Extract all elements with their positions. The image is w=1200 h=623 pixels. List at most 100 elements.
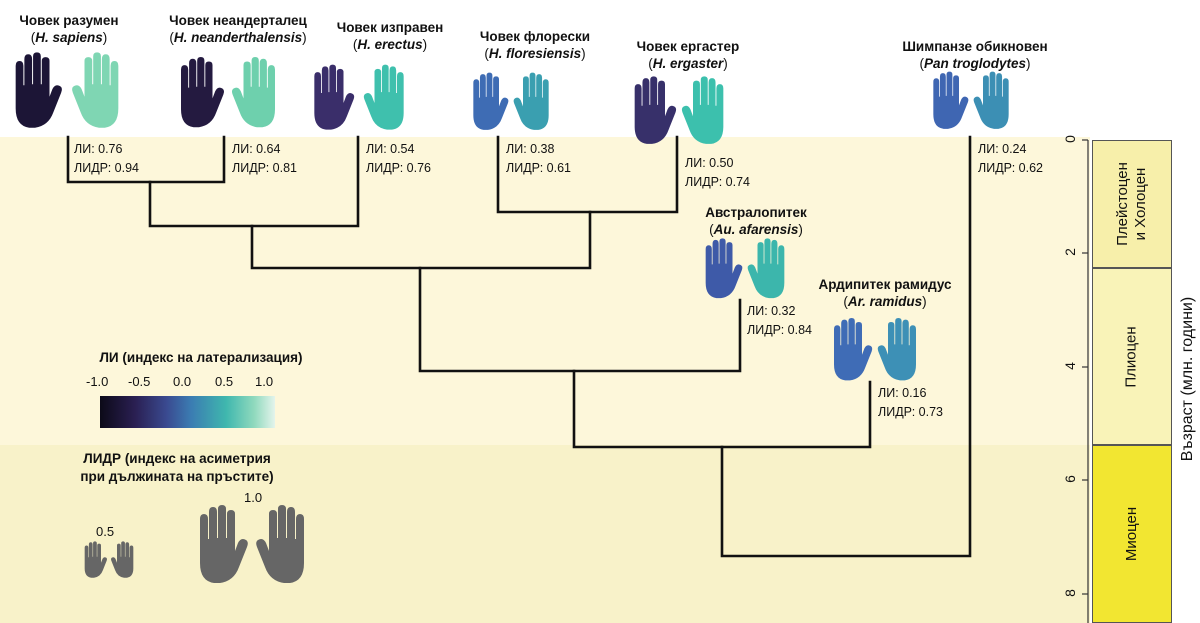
species-common-name: Австралопитек: [705, 205, 807, 220]
left-hand-icon: [306, 64, 356, 132]
species-scientific-name: Ar. ramidus: [847, 294, 923, 309]
species-scientific-name: H. floresiensis: [488, 46, 582, 61]
epoch-label: Миоцен: [1122, 506, 1140, 562]
lidr-value: ЛИДР: 0.73: [878, 405, 943, 419]
colorbar-tick-label: 0.0: [173, 374, 192, 389]
right-hand-icon: [70, 52, 128, 130]
right-hand-icon: [230, 56, 284, 130]
epoch-pleistocene-holocene: Плейстоцен и Холоцен: [1092, 140, 1172, 268]
lidr-value: ЛИДР: 0.74: [685, 175, 750, 189]
age-axis-title: Възраст (млн. години): [1179, 296, 1196, 462]
right-hand-icon: [746, 238, 792, 300]
index-values-troglodytes: ЛИ: 0.24 ЛИДР: 0.62: [978, 140, 1043, 178]
left-hand-icon: [190, 504, 250, 586]
epoch-miocene: Миоцен: [1092, 445, 1172, 623]
left-hand-icon: [172, 56, 226, 130]
colorbar-tick-label: -1.0: [86, 374, 109, 389]
species-common-name: Човек флорески: [479, 29, 591, 44]
species-label-erectus: Човек изправен (H. erectus): [330, 19, 450, 53]
li-value: ЛИ: 0.16: [878, 386, 927, 400]
species-common-name: Човек разумен: [19, 13, 119, 28]
lidr-value: ЛИДР: 0.62: [978, 161, 1043, 175]
left-hand-icon: [926, 70, 970, 132]
species-scientific-name: Pan troglodytes: [923, 56, 1026, 71]
legend-lidr-title-abbr: ЛИДР: [83, 451, 122, 466]
species-label-sapiens: Човек разумен (H. sapiens): [6, 12, 132, 46]
species-scientific-name: H. erectus: [357, 37, 423, 52]
li-colorbar: [100, 396, 275, 428]
left-hand-icon: [80, 540, 108, 580]
species-label-troglodytes: Шимпанзе обикновен (Pan troglodytes): [895, 38, 1055, 72]
branch-afarensis: [418, 266, 742, 373]
species-common-name: Ардипитек рамидус: [818, 277, 952, 292]
axis-tick-label: 2: [1061, 248, 1078, 256]
right-hand-icon: [972, 70, 1016, 132]
background-band-miocene: [0, 445, 1090, 623]
index-values-afarensis: ЛИ: 0.32 ЛИДР: 0.84: [747, 302, 812, 340]
legend-li-subtitle: (индекс на латерализация): [122, 350, 303, 365]
branch-homo-clade-1: [148, 135, 360, 228]
species-label-ramidus: Ардипитек рамидус (Ar. ramidus): [810, 276, 960, 310]
axis-tick-label: 0: [1061, 135, 1078, 143]
colorbar-tick-label: 0.5: [215, 374, 234, 389]
branch-sapiens-neanderthalensis: [66, 135, 226, 184]
right-hand-icon: [680, 76, 732, 146]
colorbar-tick-label: -0.5: [128, 374, 151, 389]
legend-li-title-abbr: ЛИ: [99, 350, 119, 365]
left-hand-icon: [698, 238, 744, 300]
right-hand-icon: [254, 504, 314, 586]
lidr-large-label: 1.0: [244, 490, 263, 505]
right-hand-icon: [876, 318, 924, 382]
li-value: ЛИ: 0.54: [366, 142, 415, 156]
left-hand-icon: [626, 76, 678, 146]
li-value: ЛИ: 0.50: [685, 156, 734, 170]
index-values-floresiensis: ЛИ: 0.38 ЛИДР: 0.61: [506, 140, 571, 178]
li-value: ЛИ: 0.32: [747, 304, 796, 318]
colorbar-tick-label: 1.0: [255, 374, 274, 389]
background-band-pleistocene-pliocene: [0, 137, 1090, 445]
index-values-ramidus: ЛИ: 0.16 ЛИДР: 0.73: [878, 384, 943, 422]
right-hand-icon: [512, 72, 556, 132]
branch-ramidus: [572, 369, 872, 449]
legend-lidr-title: ЛИДР (индекс на асиметрия при дължината …: [52, 450, 302, 486]
li-value: ЛИ: 0.64: [232, 142, 281, 156]
index-values-ergaster: ЛИ: 0.50 ЛИДР: 0.74: [685, 154, 750, 192]
lidr-value: ЛИДР: 0.61: [506, 161, 571, 175]
epoch-pliocene: Плиоцен: [1092, 268, 1172, 445]
branch-homo-clade-2: [250, 210, 592, 270]
lidr-value: ЛИДР: 0.76: [366, 161, 431, 175]
branch-root-troglodytes: [720, 135, 972, 558]
species-scientific-name: Au. afarensis: [713, 222, 799, 237]
species-scientific-name: H. ergaster: [652, 56, 724, 71]
right-hand-icon: [362, 64, 412, 132]
species-label-neanderthalensis: Човек неандерталец (H. neanderthalensis): [158, 12, 318, 46]
index-values-erectus: ЛИ: 0.54 ЛИДР: 0.76: [366, 140, 431, 178]
lidr-small-label: 0.5: [96, 524, 115, 539]
right-hand-icon: [110, 540, 138, 580]
species-common-name: Човек ергастер: [636, 39, 740, 54]
species-label-floresiensis: Човек флорески (H. floresiensis): [474, 28, 596, 62]
species-common-name: Човек неандерталец: [169, 13, 307, 28]
species-common-name: Човек изправен: [336, 20, 444, 35]
epoch-label: Плиоцен: [1123, 325, 1140, 388]
species-common-name: Шимпанзе обикновен: [902, 39, 1048, 54]
left-hand-icon: [466, 72, 510, 132]
species-label-afarensis: Австралопитек (Au. afarensis): [694, 204, 818, 238]
left-hand-icon: [6, 52, 64, 130]
lidr-value: ЛИДР: 0.81: [232, 161, 297, 175]
lidr-value: ЛИДР: 0.84: [747, 323, 812, 337]
legend-lidr-subtitle-1: (индекс на асиметрия: [124, 451, 271, 466]
legend-lidr-subtitle-2: при дължината на пръстите): [80, 469, 274, 484]
lidr-value: ЛИДР: 0.94: [74, 161, 139, 175]
axis-tick-label: 8: [1061, 589, 1078, 597]
species-scientific-name: H. sapiens: [35, 30, 103, 45]
index-values-neanderthalensis: ЛИ: 0.64 ЛИДР: 0.81: [232, 140, 297, 178]
legend-li-title: ЛИ (индекс на латерализация): [76, 350, 326, 365]
left-hand-icon: [826, 318, 874, 382]
epoch-label: Плейстоцен и Холоцен: [1114, 162, 1150, 246]
axis-tick-label: 4: [1061, 362, 1078, 370]
li-value: ЛИ: 0.38: [506, 142, 555, 156]
branch-floresiensis-ergaster: [496, 135, 679, 214]
species-scientific-name: H. neanderthalensis: [173, 30, 303, 45]
